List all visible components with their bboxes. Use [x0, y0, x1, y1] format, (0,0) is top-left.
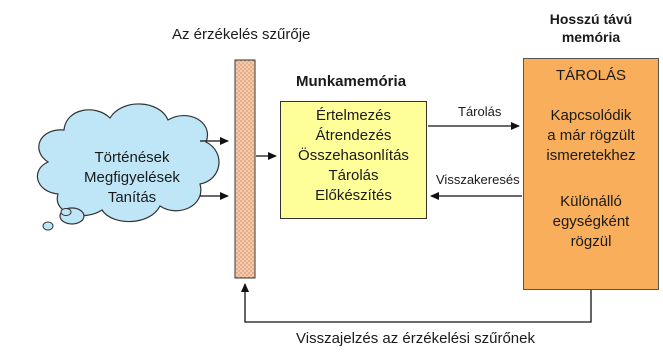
ltm-block-line: egységként: [552, 213, 630, 230]
wm-item: Átrendezés: [315, 127, 392, 144]
store-arrow-label: Tárolás: [458, 104, 502, 119]
feedback-label: Visszajelzés az érzékelési szűrőnek: [296, 330, 535, 347]
sensory-filter-bar: [234, 59, 256, 279]
wm-item: Értelmezés: [315, 107, 392, 124]
ltm-storage-label: TÁROLÁS: [555, 67, 627, 84]
wm-item: Előkészítés: [315, 187, 392, 204]
ltm-block-1: Kapcsolódik a már rögzült ismeretekhez: [523, 106, 659, 166]
ltm-block-line: rögzül: [570, 233, 612, 250]
input-item: Megfigyelések: [84, 169, 180, 186]
input-item: Történések: [94, 149, 170, 166]
wm-item: Tárolás: [328, 167, 379, 184]
ltm-block-line: ismeretekhez: [546, 147, 636, 164]
feedback-arrow: [241, 283, 592, 323]
input-list: Történések Megfigyelések Tanítás: [52, 148, 212, 208]
input-item: Tanítás: [107, 189, 157, 206]
ltm-block-2: Különálló egységként rögzül: [523, 192, 659, 252]
input-cloud: [36, 103, 220, 231]
working-memory-list: Értelmezés Átrendezés Összehasonlítás Tá…: [280, 106, 427, 206]
ltm-block-line: Kapcsolódik: [550, 107, 632, 124]
working-memory-title: Munkamemória: [296, 73, 407, 90]
long-term-memory-title: Hosszú távú memória: [523, 10, 659, 46]
wm-item: Összehasonlítás: [298, 147, 409, 164]
ltm-title-line: Hosszú távú: [549, 11, 633, 27]
filter-label: Az érzékelés szűrője: [172, 26, 311, 43]
long-term-memory-box: [523, 58, 659, 290]
ltm-block-line: a már rögzült: [547, 127, 635, 144]
ltm-title-line: memória: [561, 29, 621, 45]
retrieve-arrow-label: Visszakeresés: [436, 172, 520, 187]
working-memory-box: [280, 101, 427, 219]
ltm-block-line: Különálló: [560, 193, 622, 210]
